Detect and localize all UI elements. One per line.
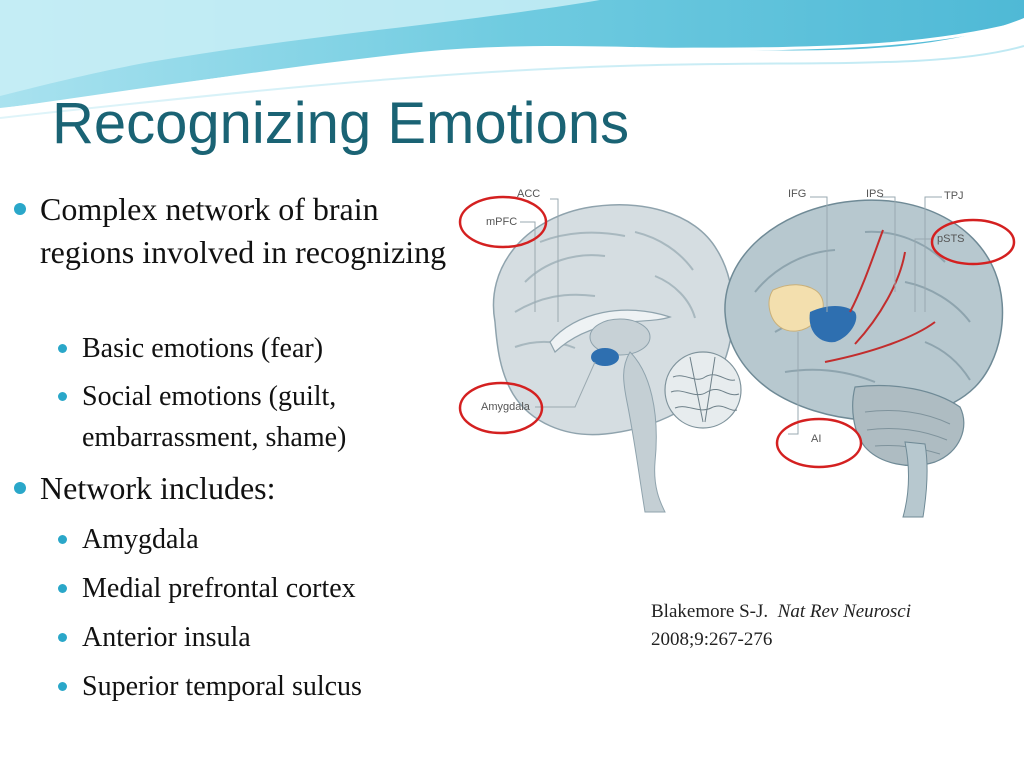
- highlight-circle-mpfc: [458, 195, 548, 249]
- citation-authors: Blakemore S-J.: [651, 601, 769, 622]
- bullet-dot-icon: [58, 392, 67, 401]
- bullet-amygdala: Amygdala: [58, 519, 478, 560]
- bullet-text: Medial prefrontal cortex: [82, 573, 356, 604]
- brain-figure: ACC mPFC Amygdala IFG IPS TPJ pSTS AI: [458, 188, 1016, 518]
- highlight-circles: [458, 195, 1016, 469]
- label-tpj: TPJ: [944, 190, 964, 202]
- bullet-basic-emotions: Basic emotions (fear): [58, 328, 478, 369]
- highlight-circle-psts: [930, 218, 1016, 266]
- header-wave-decoration: [0, 0, 1024, 119]
- highlight-circle-ai: [775, 417, 863, 469]
- bullet-dot-icon: [58, 584, 67, 593]
- bullet-dot-icon: [58, 633, 67, 642]
- slide-title: Recognizing Emotions: [52, 91, 630, 156]
- bullet-network-includes: Network includes:: [14, 467, 474, 510]
- citation: Blakemore S-J. Nat Rev Neurosci 2008;9:2…: [651, 598, 911, 654]
- bullet-medial-prefrontal-cortex: Medial prefrontal cortex: [58, 568, 478, 609]
- label-ifg: IFG: [788, 188, 806, 200]
- bullet-dot-icon: [58, 682, 67, 691]
- label-mpfc: mPFC: [486, 216, 517, 228]
- medial-brain-illustration: [492, 204, 742, 513]
- label-leader-lines: [520, 196, 942, 435]
- bullet-dot-icon: [14, 482, 26, 494]
- citation-line-1: Blakemore S-J. Nat Rev Neurosci: [651, 598, 911, 626]
- label-acc: ACC: [517, 188, 540, 200]
- citation-volume: 2008;9:267-276: [651, 629, 773, 650]
- lateral-brain-illustration: [724, 199, 1004, 518]
- label-psts: pSTS: [937, 233, 965, 245]
- bullet-text: Social emotions (guilt, embarrassment, s…: [82, 381, 347, 453]
- bullet-dot-icon: [58, 344, 67, 353]
- citation-journal: Nat Rev Neurosci: [777, 601, 911, 622]
- highlight-circle-amygdala: [458, 381, 544, 435]
- bullet-text: Complex network of brain regions involve…: [40, 191, 447, 270]
- bullet-text: Superior temporal sulcus: [82, 671, 362, 702]
- bullet-superior-temporal-sulcus: Superior temporal sulcus: [58, 666, 478, 707]
- label-ai: AI: [811, 433, 821, 445]
- bullet-text: Basic emotions (fear): [82, 333, 324, 364]
- label-ips: IPS: [866, 188, 884, 200]
- bullet-text: Anterior insula: [82, 622, 251, 653]
- label-amygdala: Amygdala: [481, 401, 531, 413]
- bullet-social-emotions: Social emotions (guilt, embarrassment, s…: [58, 376, 478, 458]
- bullet-text: Network includes:: [40, 470, 276, 506]
- bullet-dot-icon: [58, 535, 67, 544]
- bullet-anterior-insula: Anterior insula: [58, 617, 478, 658]
- bullet-text: Amygdala: [82, 524, 199, 555]
- bullet-complex-network: Complex network of brain regions involve…: [14, 188, 474, 274]
- bullet-dot-icon: [14, 203, 26, 215]
